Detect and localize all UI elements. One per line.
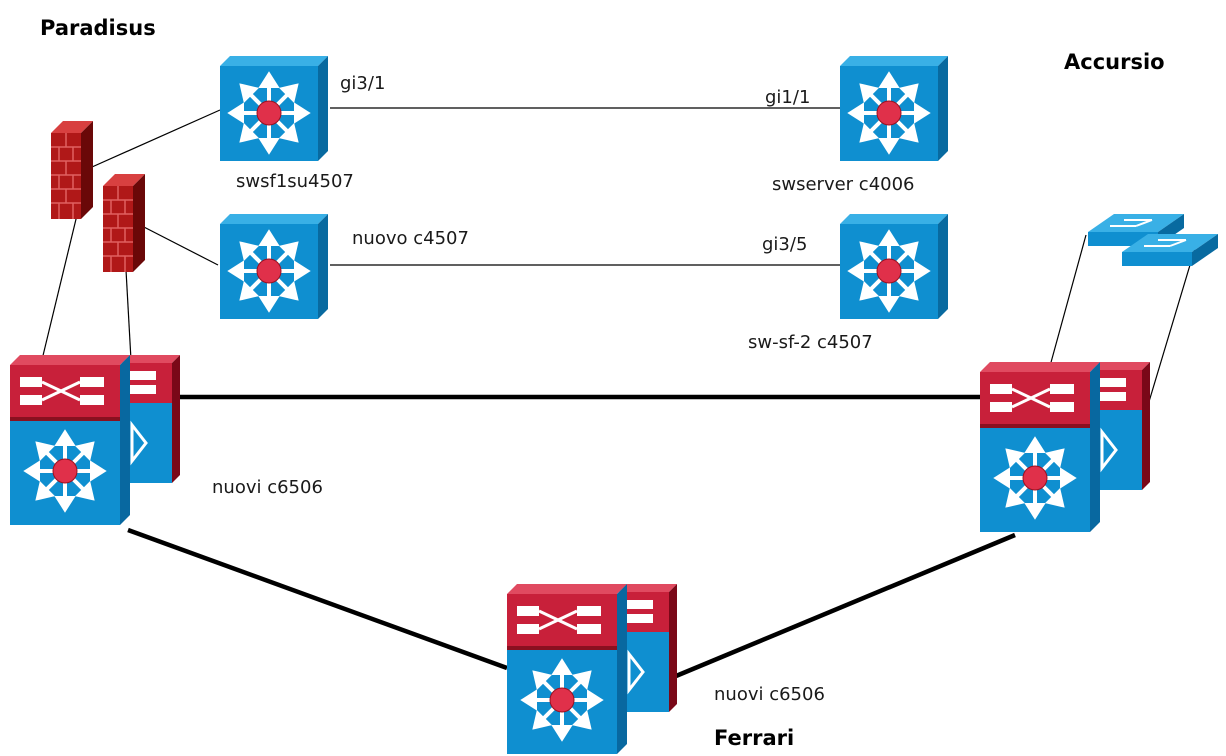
- interface-label-gi3-1: gi3/1: [340, 73, 386, 94]
- site-label-accursio: Accursio: [1064, 50, 1165, 74]
- interface-label-gi1-1: gi1/1: [765, 87, 811, 108]
- device-label-sw-sf-2: sw-sf-2 c4507: [748, 332, 873, 353]
- layer3-switch-icon: [840, 56, 948, 161]
- multilayer-switch-chassis-icon: [10, 355, 180, 525]
- layer3-switch-icon: [220, 214, 328, 319]
- interface-label-nuovo-c4507: nuovo c4507: [352, 228, 469, 249]
- multilayer-switch-chassis-icon: [507, 584, 677, 754]
- device-label-nuovi-c6506-left: nuovi c6506: [212, 477, 323, 498]
- device-label-swserver: swserver c4006: [772, 174, 915, 195]
- firewall-icon: [50, 120, 94, 220]
- core-links: [127, 394, 1016, 679]
- multilayer-switch-chassis-icon: [980, 362, 1150, 532]
- layer3-switch-icon: [840, 214, 948, 319]
- firewall-icon: [102, 173, 146, 273]
- layer3-switch-icon: [220, 56, 328, 161]
- device-label-swsf1su4507: swsf1su4507: [236, 171, 354, 192]
- thin-links: [39, 107, 1197, 406]
- device-label-nuovi-c6506-bottom: nuovi c6506: [714, 684, 825, 705]
- interface-label-gi3-5: gi3/5: [762, 234, 808, 255]
- site-label-paradisus: Paradisus: [40, 16, 156, 40]
- site-label-ferrari: Ferrari: [714, 726, 795, 750]
